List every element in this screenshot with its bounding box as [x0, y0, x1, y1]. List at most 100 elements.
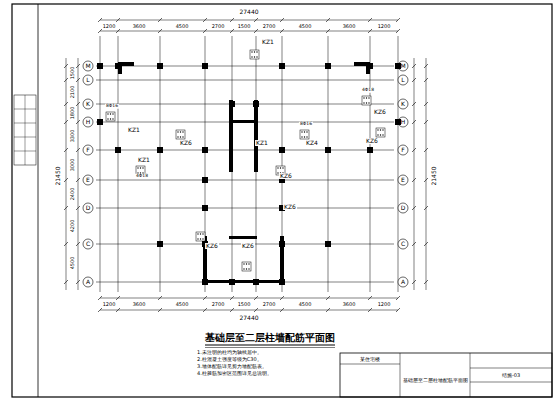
margin-table — [14, 95, 36, 165]
dimension-text: 1800 — [70, 106, 75, 121]
dimension-tick — [396, 308, 400, 312]
dimension-tick — [412, 64, 416, 68]
rebar-detail — [196, 232, 205, 241]
axis-label: H — [86, 119, 91, 125]
rebar-dot — [246, 268, 247, 269]
rebar-dot — [142, 167, 143, 168]
column — [157, 63, 163, 69]
dimension-tick — [76, 120, 80, 124]
rebar-dot — [202, 233, 203, 234]
axis-bubble — [83, 175, 93, 185]
axis-bubble — [398, 203, 408, 213]
axis-label: C — [401, 241, 405, 247]
dimension-tick — [76, 178, 80, 182]
grid-line — [370, 36, 371, 292]
column — [202, 205, 208, 211]
rebar-dot — [137, 167, 138, 168]
dimension-tick — [64, 64, 68, 68]
title-block-text: 某住宅楼 — [359, 357, 381, 362]
rebar-dot — [177, 136, 178, 137]
column-tag: KZ1 — [261, 39, 275, 45]
rebar-dot — [248, 268, 249, 269]
rebar-dot — [277, 167, 278, 168]
rebar-dot — [306, 136, 307, 137]
dimension-text: 2700 — [262, 24, 277, 29]
dimension-tick — [396, 18, 400, 22]
dimension-tick — [424, 280, 428, 284]
dimension-line — [426, 58, 427, 290]
dimension-line — [66, 58, 67, 290]
dimension-tick — [98, 308, 102, 312]
dimension-tick — [76, 280, 80, 284]
shear-wall — [366, 62, 370, 74]
rebar-dot — [256, 51, 257, 52]
axis-label: D — [401, 205, 406, 211]
title-block-line — [340, 364, 400, 365]
dimension-text: 3000 — [70, 158, 75, 173]
axis-label: K — [401, 101, 405, 107]
shear-wall — [229, 236, 257, 239]
column — [157, 241, 163, 247]
rebar-dot — [380, 129, 381, 130]
column-tag: KZ6 — [241, 243, 255, 249]
rebar-note: 8Φ16 — [105, 104, 119, 109]
dimension-tick — [230, 29, 234, 33]
grid-line — [96, 180, 394, 181]
rebar-dot — [377, 129, 378, 130]
dimension-tick — [396, 296, 400, 300]
rebar-detail — [376, 128, 385, 137]
grid-line — [96, 80, 394, 81]
dimension-tick — [116, 308, 120, 312]
rebar-note: 8Φ16 — [299, 122, 313, 127]
shear-wall — [280, 236, 284, 284]
axis-bubble — [83, 277, 93, 287]
dimension-tick — [326, 296, 330, 300]
axis-label: F — [86, 147, 89, 153]
rebar-dot — [112, 113, 113, 114]
axis-bubble — [398, 145, 408, 155]
rebar-dot — [304, 136, 305, 137]
dimension-tick — [203, 18, 207, 22]
rebar-dot — [112, 118, 113, 119]
column — [395, 119, 401, 125]
column — [325, 63, 331, 69]
grid-line — [118, 36, 119, 292]
rebar-dot — [197, 238, 198, 239]
dimension-text: 4200 — [70, 219, 75, 234]
grid-line — [328, 36, 329, 292]
rebar-dot — [363, 97, 364, 98]
drawing-title: 基础层至二层柱墙配筋平面图 — [205, 333, 335, 343]
rebar-dot — [368, 102, 369, 103]
dimension-tick — [280, 18, 284, 22]
dimension-tick — [424, 102, 428, 106]
dimension-tick — [412, 78, 416, 82]
dimension-tick — [76, 78, 80, 82]
rebar-dot — [304, 131, 305, 132]
rebar-dot — [380, 134, 381, 135]
grid-line — [398, 36, 399, 292]
dimension-text: 1500 — [237, 24, 252, 29]
column-tag: KZ1 — [127, 127, 141, 133]
rebar-dot — [382, 129, 383, 130]
axis-bubble — [83, 145, 93, 155]
dimension-text: 4500 — [298, 302, 313, 307]
dimension-tick — [254, 29, 258, 33]
dimension-text: 4500 — [175, 24, 190, 29]
axis-bubble — [83, 75, 93, 85]
rebar-dot — [368, 97, 369, 98]
dimension-tick — [230, 18, 234, 22]
rebar-dot — [243, 268, 244, 269]
dimension-tick — [424, 206, 428, 210]
column-tag: KZ6 — [205, 243, 219, 249]
dimension-tick — [64, 148, 68, 152]
dimension-text: 2700 — [211, 24, 226, 29]
column — [325, 241, 331, 247]
rebar-dot — [197, 233, 198, 234]
dimension-tick — [368, 296, 372, 300]
rebar-dot — [256, 56, 257, 57]
shear-wall — [229, 120, 258, 123]
shear-wall — [254, 100, 258, 172]
column — [97, 119, 103, 125]
dimension-tick — [368, 308, 372, 312]
dimension-tick — [424, 120, 428, 124]
